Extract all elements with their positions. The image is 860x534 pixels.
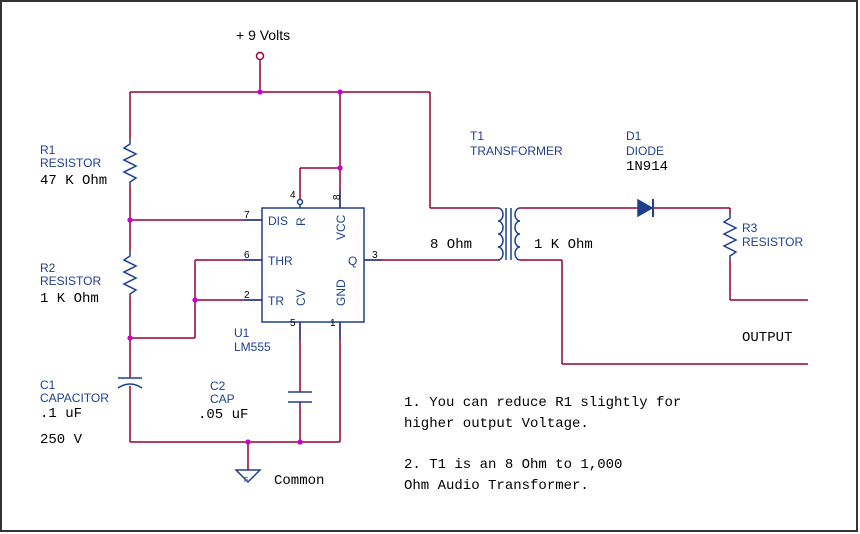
r1-ref: R1 <box>40 143 56 157</box>
u1-pin-q: Q <box>348 254 357 268</box>
pin-number-6: 6 <box>244 250 250 261</box>
u1-pin4-bubble <box>296 198 304 206</box>
u1-ic-body <box>261 207 365 323</box>
supply-label: + 9 Volts <box>236 27 290 43</box>
c1-value: .1 uF <box>40 406 82 422</box>
u1-pin-tr: TR <box>268 294 284 308</box>
d1-part: 1N914 <box>626 159 668 175</box>
pin-number-1: 1 <box>330 318 336 329</box>
ground-symbol <box>234 469 262 484</box>
ground-mark: F <box>244 477 248 484</box>
r2-ref: R2 <box>40 261 56 275</box>
t1-secondary-coil <box>514 207 521 261</box>
u1-pin-vcc: VCC <box>334 214 348 240</box>
supply-terminal <box>255 51 265 61</box>
t1-primary-coil <box>497 207 504 261</box>
c1-type: CAPACITOR <box>40 391 109 405</box>
u1-pin-dis: DIS <box>268 214 288 228</box>
junction-rail-pin8 <box>337 89 343 95</box>
junction-ground <box>245 439 251 445</box>
junction-pin4 <box>337 165 343 171</box>
c2-value: .05 uF <box>198 407 248 423</box>
junction-c2-ground <box>297 439 303 445</box>
u1-type: LM555 <box>234 340 271 354</box>
note-2-line-2: Ohm Audio Transformer. <box>404 478 589 494</box>
pin-number-2: 2 <box>244 290 250 301</box>
junction-cap-node <box>127 335 133 341</box>
pin-number-4: 4 <box>290 190 296 201</box>
t1-type: TRANSFORMER <box>470 144 563 158</box>
u1-pin-thr: THR <box>268 254 293 268</box>
pin-number-8: 8 <box>332 194 343 200</box>
r2-type: RESISTOR <box>40 274 101 288</box>
junction-pin7 <box>127 217 133 223</box>
note-2-line-1: 2. T1 is an 8 Ohm to 1,000 <box>404 457 622 473</box>
output-label: OUTPUT <box>742 330 792 346</box>
pin-number-5: 5 <box>290 318 296 329</box>
junctions <box>127 89 343 445</box>
c1-rating: 250 V <box>40 432 83 448</box>
common-label: Common <box>274 473 324 489</box>
t1-ref: T1 <box>470 129 484 143</box>
u1-pin-gnd: GND <box>334 279 348 306</box>
d1-ref: D1 <box>626 129 642 143</box>
r2-value: 1 K Ohm <box>40 291 99 307</box>
r1-value: 47 K Ohm <box>40 173 107 189</box>
pin-number-7: 7 <box>244 210 250 221</box>
c2-type: CAP <box>210 392 235 406</box>
d1-diode-triangle <box>637 198 654 218</box>
c1-plate-bottom <box>117 383 143 389</box>
note-1-line-1: 1. You can reduce R1 slightly for <box>404 395 681 411</box>
r3-resistor-symbol <box>722 214 738 260</box>
u1-ref: U1 <box>234 326 250 340</box>
wires <box>129 60 808 470</box>
u1-pin-r: R <box>294 217 308 226</box>
junction-tr <box>192 297 198 303</box>
note-1-line-2: higher output Voltage. <box>404 416 589 432</box>
c2-ref: C2 <box>210 379 226 393</box>
c1-ref: C1 <box>40 378 56 392</box>
r1-resistor-symbol <box>122 140 138 186</box>
t1-secondary: 1 K Ohm <box>534 237 593 253</box>
r1-type: RESISTOR <box>40 156 101 170</box>
d1-type: DIODE <box>626 144 664 158</box>
components <box>117 140 738 484</box>
r2-resistor-symbol <box>122 252 138 296</box>
pin-number-3: 3 <box>372 250 378 261</box>
r3-type: RESISTOR <box>742 235 803 249</box>
u1-pin-cv: CV <box>294 289 308 306</box>
r3-ref: R3 <box>742 221 758 235</box>
junction-supply <box>257 89 263 95</box>
t1-primary: 8 Ohm <box>430 237 472 253</box>
